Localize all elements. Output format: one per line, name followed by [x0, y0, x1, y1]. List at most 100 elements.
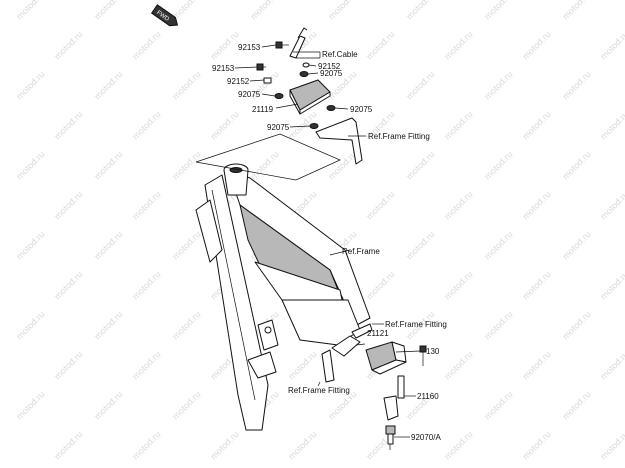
- watermark-text: motod.ru: [404, 69, 436, 101]
- spark-plug-92070a: [385, 425, 396, 450]
- label-92152-left: 92152: [227, 77, 250, 86]
- watermark-text: motod.ru: [92, 149, 124, 181]
- watermark-text: motod.ru: [92, 389, 124, 421]
- watermark-text: motod.ru: [598, 109, 625, 141]
- watermark-text: motod.ru: [130, 349, 162, 381]
- watermark-text: motod.ru: [520, 269, 552, 301]
- watermark-text: motod.ru: [560, 0, 592, 21]
- watermark-text: motod.ru: [170, 69, 202, 101]
- label-92075-bottom: 92075: [267, 123, 290, 132]
- ignition-coil-parts: [321, 323, 427, 450]
- watermark-text: motod.ru: [286, 349, 318, 381]
- watermark-text: motod.ru: [442, 269, 474, 301]
- watermark-text: motod.ru: [560, 229, 592, 261]
- frame: [195, 163, 371, 431]
- bolt-92153-mid: [256, 63, 266, 71]
- watermark-text: motod.ru: [598, 349, 625, 381]
- watermark-text: motod.ru: [92, 229, 124, 261]
- watermark-text: motod.ru: [208, 29, 240, 61]
- watermark-text: motod.ru: [520, 109, 552, 141]
- watermark-text: motod.ru: [598, 429, 625, 461]
- watermark-text: motod.ru: [404, 229, 436, 261]
- watermark-text: motod.ru: [364, 189, 396, 221]
- watermark-text: motod.ru: [92, 69, 124, 101]
- watermark-text: motod.ru: [482, 69, 514, 101]
- leader-lines: [234, 44, 421, 438]
- watermark-text: motod.ru: [482, 229, 514, 261]
- watermark-text: motod.ru: [482, 0, 514, 21]
- label-92075-right: 92075: [350, 105, 373, 114]
- label-92153-mid: 92153: [212, 64, 235, 73]
- watermark-text: motod.ru: [482, 389, 514, 421]
- label-21119: 21119: [252, 105, 274, 114]
- watermark-text: motod.ru: [404, 149, 436, 181]
- label-21121: 21121: [367, 329, 389, 338]
- watermark-text: motod.ru: [130, 429, 162, 461]
- watermark-text: motod.ru: [52, 429, 84, 461]
- watermark-text: motod.ru: [208, 429, 240, 461]
- bolt-92153-top: [275, 41, 289, 49]
- watermark-text: motod.ru: [560, 149, 592, 181]
- watermark-text: motod.ru: [442, 109, 474, 141]
- watermark-text: motod.ru: [130, 189, 162, 221]
- watermark-text: motod.ru: [326, 149, 358, 181]
- watermark-text: motod.ru: [170, 229, 202, 261]
- watermark-text: motod.ru: [442, 349, 474, 381]
- watermark-text: motod.ru: [442, 429, 474, 461]
- watermark-text: motod.ru: [170, 389, 202, 421]
- watermark-text: motod.ru: [14, 69, 46, 101]
- label-ref-frame-fitting-top: Ref.Frame Fitting: [368, 132, 430, 141]
- label-92152-right: 92152: [318, 62, 341, 71]
- label-130: 130: [426, 347, 440, 356]
- watermark-text: motod.ru: [520, 429, 552, 461]
- watermark-text: motod.ru: [170, 309, 202, 341]
- label-ref-cable: Ref.Cable: [322, 50, 358, 59]
- watermark-text: motod.ru: [364, 269, 396, 301]
- watermark-text: motod.ru: [404, 0, 436, 21]
- watermark-text: motod.ru: [560, 309, 592, 341]
- watermark-text: motod.ru: [520, 349, 552, 381]
- watermark-text: motod.ru: [560, 69, 592, 101]
- label-ref-frame-fitting-mid: Ref.Frame Fitting: [385, 320, 447, 329]
- watermark-text: motod.ru: [598, 269, 625, 301]
- watermark-text: motod.ru: [520, 29, 552, 61]
- watermark-text: motod.ru: [170, 149, 202, 181]
- watermark-text: motod.ru: [52, 109, 84, 141]
- watermark-text: motod.ru: [14, 149, 46, 181]
- watermark-text: motod.ru: [52, 269, 84, 301]
- watermark-text: motod.ru: [364, 29, 396, 61]
- watermark-text: motod.ru: [52, 189, 84, 221]
- label-92075-left: 92075: [238, 90, 261, 99]
- watermark-text: motod.ru: [560, 389, 592, 421]
- watermark-text: motod.ru: [52, 29, 84, 61]
- watermark-text: motod.ru: [326, 0, 358, 21]
- ignition-coil-21121: [365, 341, 407, 375]
- watermark-text: motod.ru: [598, 189, 625, 221]
- watermark-text: motod.ru: [520, 189, 552, 221]
- watermark-text: motod.ru: [286, 429, 318, 461]
- label-ref-frame-fitting-bottom: Ref.Frame Fitting: [288, 386, 350, 395]
- watermark-text: motod.ru: [14, 309, 46, 341]
- watermark-text: motod.ru: [482, 149, 514, 181]
- ignition-bracket-parts: [195, 27, 366, 181]
- watermark-text: motod.ru: [14, 389, 46, 421]
- watermark-text: motod.ru: [14, 229, 46, 261]
- watermark-text: motod.ru: [598, 29, 625, 61]
- watermark-text: motod.ru: [92, 0, 124, 21]
- label-ref-frame: Ref.Frame: [342, 247, 380, 256]
- spark-plug-cap-21160: [383, 375, 405, 421]
- bolt-130: [419, 345, 427, 366]
- watermark-text: motod.ru: [92, 309, 124, 341]
- watermark-text: motod.ru: [208, 109, 240, 141]
- part-labels: 92153 Ref.Cable 92153 92152 92152 92075 …: [212, 43, 447, 442]
- label-21160: 21160: [417, 392, 439, 401]
- watermark-text: motod.ru: [130, 269, 162, 301]
- watermark-text: motod.ru: [14, 0, 46, 21]
- watermark-text: motod.ru: [130, 109, 162, 141]
- watermark-text: motod.ru: [442, 29, 474, 61]
- label-92075-top: 92075: [320, 69, 343, 78]
- watermark-text: motod.ru: [52, 349, 84, 381]
- label-92153-top: 92153: [238, 43, 261, 52]
- label-92070a: 92070/A: [411, 433, 441, 442]
